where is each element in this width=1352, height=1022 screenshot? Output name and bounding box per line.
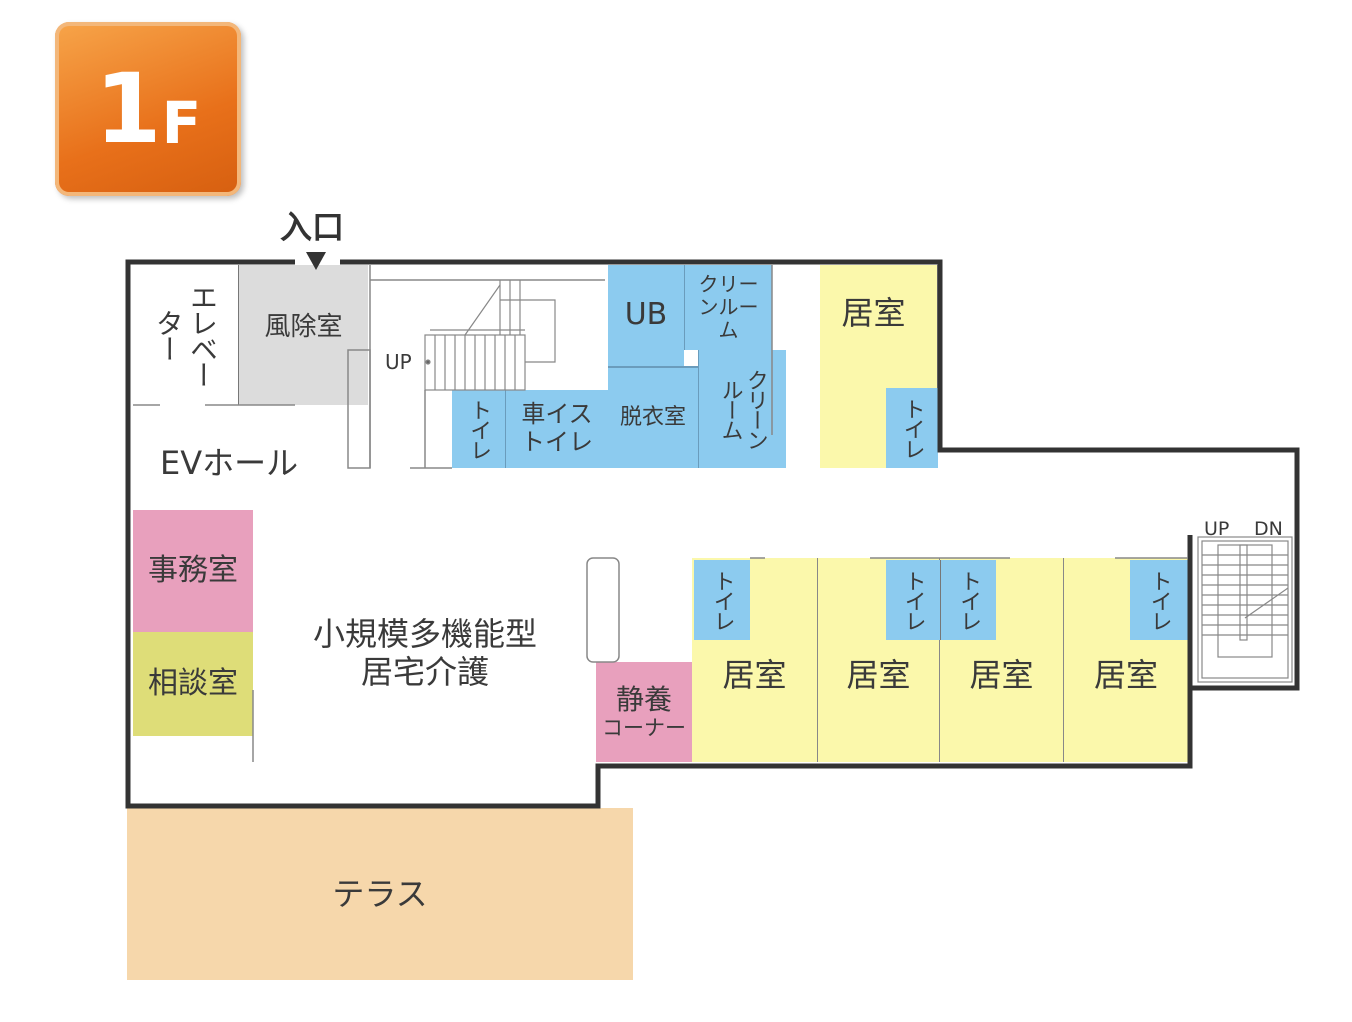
bedroom-label: 居室: [722, 655, 787, 694]
floor-suffix: F: [161, 89, 202, 157]
stair-up-label: UP: [1204, 518, 1230, 540]
ub-label: UB: [624, 297, 668, 333]
toilet-label: トイレ: [899, 398, 925, 458]
main-area-line1: 小規模多機能型: [312, 615, 537, 653]
toilet: トイレ: [452, 390, 505, 468]
entrance-arrow-icon: [306, 252, 326, 270]
office-room: 事務室: [133, 510, 253, 632]
dressing-room-label: 脱衣室: [619, 405, 686, 431]
toilet-label: トイレ: [1146, 570, 1172, 630]
toilet: トイレ: [886, 388, 938, 468]
main-area-label: 小規模多機能型 居宅介護: [300, 615, 550, 691]
elevator-label: エレベーター: [152, 283, 219, 387]
wheelchair-toilet: 車イストイレ: [505, 390, 608, 468]
windbreak-label: 風除室: [264, 312, 343, 343]
terrace: テラス: [127, 808, 633, 980]
toilet-label: トイレ: [900, 570, 926, 630]
clean-room-label: クリーンルーム: [717, 369, 768, 449]
clean-room-1: クリーンルーム: [684, 265, 772, 350]
outer-walls: [125, 259, 1300, 809]
toilet-label: トイレ: [956, 570, 982, 630]
consultation-label: 相談室: [148, 665, 238, 701]
stairs-up-label: UP: [385, 350, 412, 374]
bedroom: 居室: [940, 558, 1064, 762]
wheelchair-toilet-label: 車イストイレ: [521, 400, 593, 456]
toilet-label: トイレ: [709, 570, 735, 630]
office-label: 事務室: [148, 552, 238, 588]
clean-room-label: クリーンルーム: [698, 272, 759, 342]
elevator: エレベーター: [140, 270, 230, 400]
windbreak-room: 風除室: [238, 265, 368, 405]
stair-down-label: DN: [1254, 518, 1283, 540]
toilet-label: トイレ: [466, 399, 492, 459]
toilet: トイレ: [1130, 560, 1188, 640]
inner-lines: [133, 265, 1188, 762]
floor-number: 1: [94, 53, 162, 165]
bedroom-label: 居室: [841, 294, 906, 332]
terrace-label: テラス: [332, 874, 428, 913]
toilet: トイレ: [886, 560, 940, 640]
stairs-icon: [424, 280, 556, 391]
dressing-room: 脱衣室: [608, 366, 698, 468]
ub-room: UB: [608, 265, 684, 366]
main-area-line2: 居宅介護: [360, 653, 489, 691]
rest-corner-line1: 静養: [615, 682, 672, 716]
toilet: トイレ: [940, 560, 996, 640]
entrance-label: 入口: [280, 208, 345, 246]
bedroom-label: 居室: [1093, 655, 1158, 694]
right-stairs-icon: [1197, 536, 1293, 683]
bedroom-label: 居室: [969, 655, 1034, 694]
toilet: トイレ: [694, 560, 750, 640]
ev-hall-label: EVホール: [160, 444, 299, 482]
consultation-room: 相談室: [133, 632, 253, 736]
rest-corner-line2: コーナー: [602, 716, 686, 741]
rest-corner: 静養 コーナー: [596, 662, 692, 762]
bedroom-label: 居室: [846, 655, 911, 694]
